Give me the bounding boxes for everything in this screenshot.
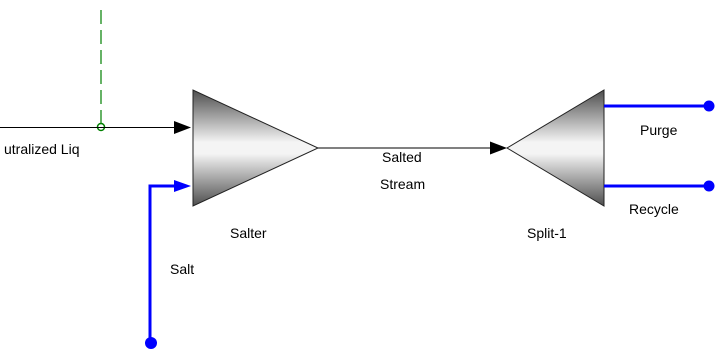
neutralized-liquid-stream-label[interactable]: utralized Liq [4, 141, 80, 157]
salt-stream-arrow-icon [174, 180, 191, 192]
purge-stream-label[interactable]: Purge [640, 122, 678, 138]
salt-stream-line[interactable] [148, 184, 180, 340]
salted-stream-arrow-icon [490, 141, 507, 155]
salt-stream-label[interactable]: Salt [170, 261, 194, 277]
salted-stream-label-line1[interactable]: Salted [382, 149, 422, 165]
salter-unit-icon[interactable] [192, 89, 320, 207]
splitter-unit-icon[interactable] [506, 89, 605, 207]
recycle-stream-endpoint-node[interactable] [703, 180, 715, 192]
neutralized-liquid-stream-arrow-icon [174, 121, 191, 134]
recycle-stream-label[interactable]: Recycle [629, 201, 679, 217]
salter-unit-label[interactable]: Salter [230, 225, 267, 241]
salted-stream-label-line2[interactable]: Stream [380, 176, 425, 192]
salt-stream-endpoint-node[interactable] [145, 337, 157, 349]
splitter-unit-label[interactable]: Split-1 [527, 225, 567, 241]
purge-stream-endpoint-node[interactable] [703, 100, 715, 112]
